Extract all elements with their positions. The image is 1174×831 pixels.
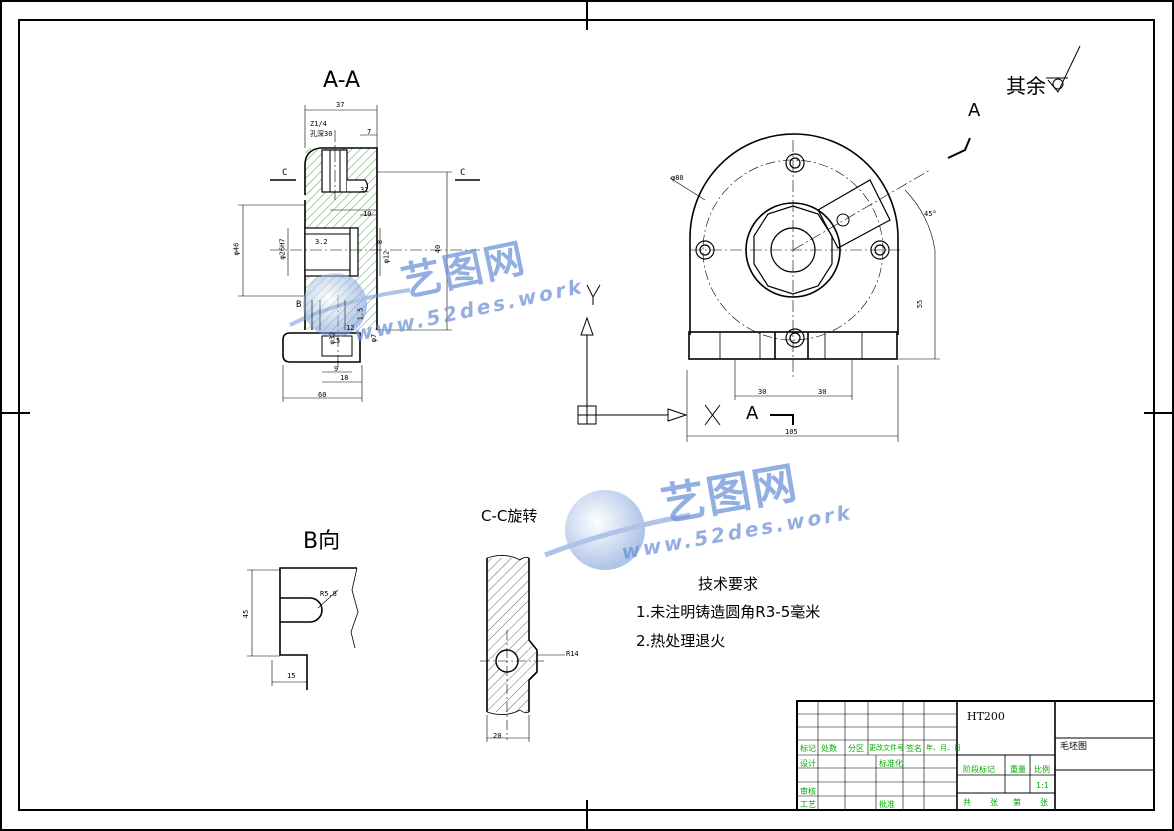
dim-aa-8: 8	[376, 239, 385, 245]
tb-sheet-unit: 张	[1040, 798, 1048, 807]
tb-standardize: 标准化	[879, 759, 903, 768]
tb-sheet-no: 第	[1013, 798, 1021, 807]
dim-aa-dia26: φ26H7	[278, 238, 287, 260]
tb-sheets-total: 共	[963, 798, 971, 807]
cc-view	[480, 555, 565, 742]
tb-design: 设计	[800, 759, 816, 768]
tb-header-sign: 签名	[906, 744, 922, 753]
dim-front-55: 55	[916, 299, 925, 309]
view-b-title: B向	[303, 529, 341, 554]
ucs-icon	[577, 284, 721, 426]
tb-header-count: 处数	[821, 744, 837, 753]
watermark-logo-1	[289, 273, 411, 337]
watermark-logo-2	[544, 490, 691, 570]
dim-aa-7: 7	[367, 128, 372, 136]
dim-aa-roughness: 3.2	[315, 238, 328, 246]
dim-b-15: 15	[287, 672, 296, 680]
tb-header-mark: 标记	[800, 744, 816, 753]
dim-aa-dia12: φ12	[382, 250, 391, 264]
dim-aa-5: 5	[336, 337, 341, 345]
tb-stage-mark: 阶段标记	[963, 765, 995, 774]
tb-header-zone: 分区	[848, 744, 864, 753]
tb-scale-value: 1:1	[1036, 781, 1049, 790]
tb-weight: 重量	[1010, 765, 1026, 774]
dim-aa-thread: Z1/4	[310, 120, 327, 128]
material-label: HT200	[967, 710, 1005, 723]
cut-c-right: C	[460, 168, 466, 178]
tb-review: 审核	[800, 787, 816, 796]
dim-front-30-right: 30	[818, 388, 827, 396]
view-a-arrow-label: A	[968, 100, 981, 121]
title-block-grid	[796, 700, 1155, 811]
roughness-label: 其余	[1006, 74, 1046, 98]
tb-sheets-unit: 张	[990, 798, 998, 807]
tb-header-date: 年、月、日	[926, 744, 961, 752]
tech-requirement-item: 2.热处理退火	[636, 632, 726, 650]
tech-requirement-item: 1.未注明铸造圆角R3-5毫米	[636, 603, 821, 621]
dim-aa-width-top: 37	[336, 101, 345, 109]
view-a-cut-label: A	[746, 403, 759, 424]
dim-b-r: R5.8	[320, 590, 337, 598]
dim-aa-hole-depth: 孔深30	[310, 130, 333, 138]
dim-b-45: 45	[242, 609, 251, 619]
dim-aa-9: 9	[334, 365, 339, 373]
dim-aa-10: 10	[363, 210, 372, 218]
dim-front-30-left: 30	[758, 388, 767, 396]
dim-aa-1-5: 1.5	[356, 307, 365, 321]
cut-c-left: C	[282, 168, 288, 178]
dim-front-dia80: φ80	[671, 174, 684, 182]
dim-aa-dia46: φ46	[232, 242, 241, 256]
dim-aa-60: 60	[318, 391, 327, 399]
tb-header-change-doc: 更改文件号	[869, 744, 904, 752]
dim-cc-r14: R14	[566, 650, 579, 658]
tb-approve: 批准	[879, 800, 895, 809]
tb-scale: 比例	[1034, 765, 1050, 774]
section-cc-title: C-C旋转	[481, 507, 538, 525]
part-name: 毛坯图	[1060, 742, 1088, 752]
dim-cc-20: 20	[493, 732, 502, 740]
b-view	[247, 567, 359, 690]
section-aa-title: A-A	[323, 68, 361, 93]
dim-aa-18: 18	[340, 374, 349, 382]
dim-aa-12: 12	[346, 324, 355, 332]
tech-requirements-title: 技术要求	[698, 575, 759, 593]
front-view	[669, 45, 1081, 442]
dim-aa-32: 32	[360, 186, 369, 194]
tb-craft: 工艺	[800, 800, 816, 809]
label-b: B	[296, 300, 302, 310]
dim-front-45deg: 45°	[924, 210, 937, 218]
dim-front-105: 105	[785, 428, 798, 436]
